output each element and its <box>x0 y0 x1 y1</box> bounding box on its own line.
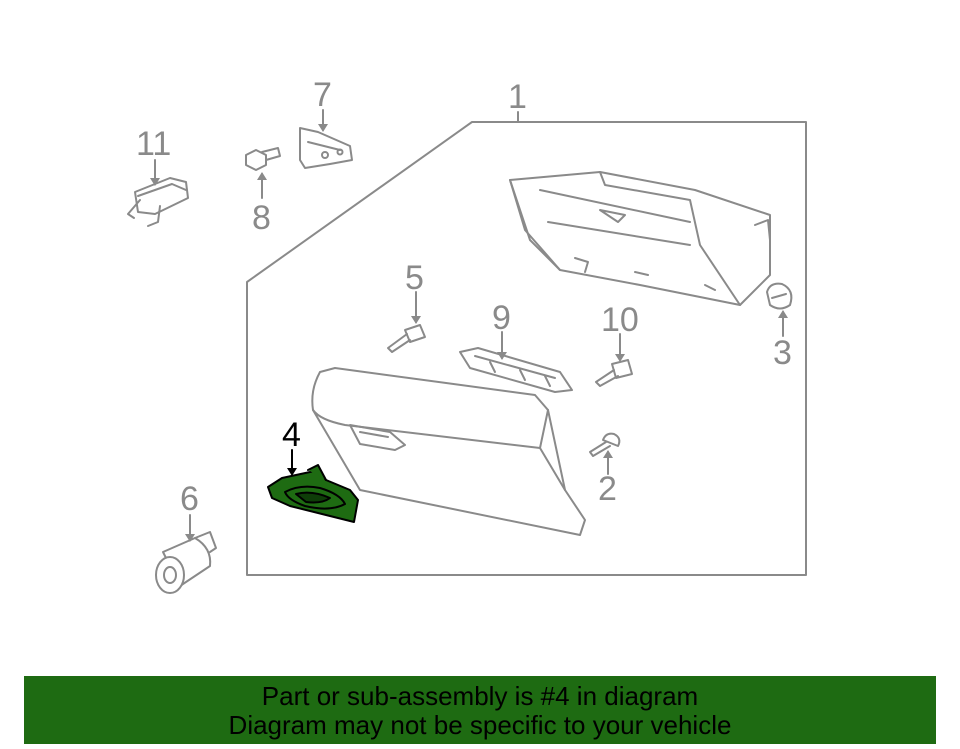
callout-3: 3 <box>773 334 792 372</box>
part-1-glove-box-bin <box>509 171 771 306</box>
part-4-latch-handle-highlighted <box>267 464 359 523</box>
part-6-lock-cylinder <box>155 531 217 594</box>
part-5-screw <box>387 324 426 353</box>
callout-8: 8 <box>252 199 271 237</box>
parts-diagram: 1 2 3 4 5 6 7 8 9 10 11 <box>127 76 807 594</box>
banner-line-2: Diagram may not be specific to your vehi… <box>228 710 732 740</box>
info-banner: Part or sub-assembly is #4 in diagram Di… <box>24 676 936 744</box>
callout-6: 6 <box>180 480 199 518</box>
part-7-hinge-bracket <box>299 127 353 169</box>
glove-box-door <box>311 367 586 536</box>
callout-11: 11 <box>136 125 171 163</box>
part-11-housing <box>127 177 189 227</box>
assembly-panel-outline <box>246 121 807 576</box>
part-10-screw <box>595 359 633 387</box>
callout-1: 1 <box>508 78 527 116</box>
part-3-clip <box>766 282 793 310</box>
part-2-bumper <box>589 432 621 457</box>
part-9-bracket <box>459 347 573 393</box>
callout-4: 4 <box>282 416 301 454</box>
callout-2: 2 <box>598 470 617 508</box>
callout-10: 10 <box>601 301 639 339</box>
callout-7: 7 <box>313 76 332 114</box>
part-8-bolt <box>245 147 281 171</box>
callout-9: 9 <box>492 299 511 337</box>
banner-line-1: Part or sub-assembly is #4 in diagram <box>261 681 699 711</box>
callout-5: 5 <box>405 259 424 297</box>
